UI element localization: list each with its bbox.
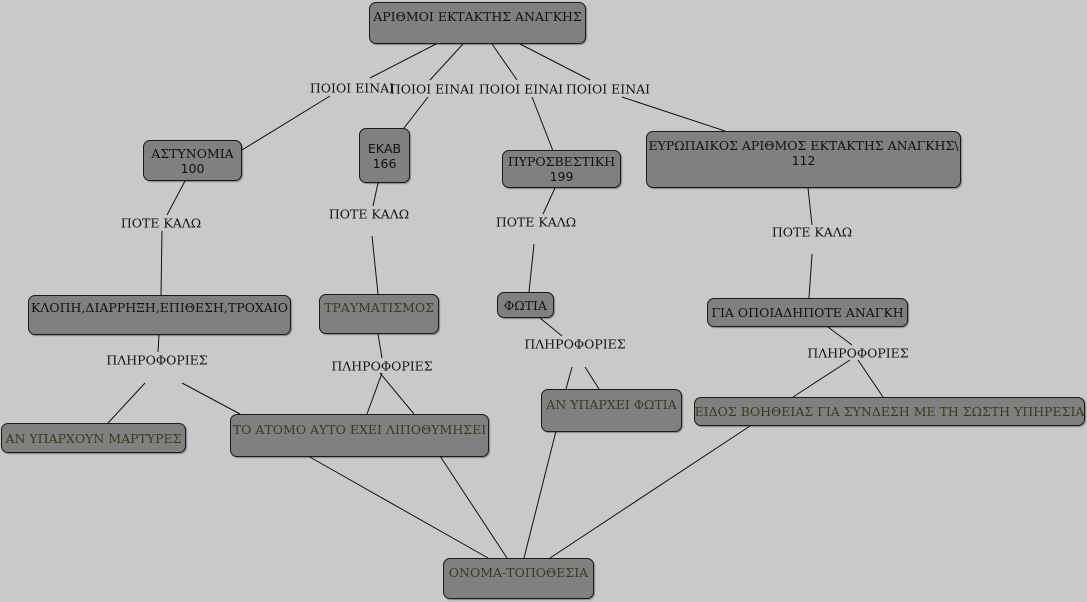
link-label-when-ekab: ΠΟΤΕ ΚΑΛΩ — [328, 206, 410, 222]
link-label-who-euro: ΠΟΙΟΙ ΕΙΝΑΙ — [565, 81, 651, 97]
node-help-type[interactable]: ΕΙΔΟΣ ΒΟΗΘΕΙΑΣ ΓΙΑ ΣΥΝΔΕΣΗ ΜΕ ΤΗ ΣΩΣΤΗ Υ… — [694, 397, 1085, 426]
connector-line — [491, 43, 518, 81]
connector-line — [371, 235, 379, 295]
connector-line — [565, 366, 573, 390]
connector-line — [379, 372, 415, 415]
node-fainted[interactable]: ΤΟ ΑΤΟΜΟ ΑΥΤΟ ΕΧΕΙ ΛΙΠΟΘΥΜΗΣΕΙ — [230, 414, 489, 457]
node-name-location[interactable]: ΟΝΟΜΑ-ΤΟΠΟΘΕΣΙΑ — [443, 558, 594, 599]
node-fire[interactable]: ΦΩΤΙΑ — [497, 292, 554, 318]
connector-line — [542, 187, 556, 215]
node-police-name: ΑΣΤΥΝΟΜΙΑ — [151, 145, 234, 161]
node-any-emergency[interactable]: ΓΙΑ ΟΠΟΙΑΔΗΠΟΤΕ ΑΝΑΓΚΗ — [707, 298, 908, 327]
link-label-info-ekab: ΠΛΗΡΟΦΟΡΙΕΣ — [331, 358, 433, 374]
node-ekab[interactable]: ΕΚΑΒ 166 — [359, 128, 410, 183]
connector-line — [539, 317, 563, 337]
node-root[interactable]: ΑΡΙΘΜΟΙ ΕΚΤΑΚΤΗΣ ΑΝΑΓΚΗΣ — [369, 2, 586, 44]
connector-line — [621, 96, 726, 132]
connector-line — [807, 187, 813, 226]
link-label-who-fire: ΠΟΙΟΙ ΕΙΝΑΙ — [478, 81, 564, 97]
connector-line — [439, 455, 508, 559]
node-european-number[interactable]: ΕΥΡΩΠΑΙΚΟΣ ΑΡΙΘΜΟΣ ΕΚΤΑΚΤΗΣ ΑΝΑΓΚΗΣ\ 112 — [646, 131, 961, 188]
node-witnesses[interactable]: ΑΝ ΥΠΑΡΧΟΥΝ ΜΑΡΤΥΡΕΣ — [1, 423, 186, 453]
link-label-when-euro: ΠΟΤΕ ΚΑΛΩ — [771, 224, 853, 240]
link-label-who-police: ΠΟΙΟΙ ΕΙΝΑΙ — [309, 80, 395, 96]
link-label-when-police: ΠΟΤΕ ΚΑΛΩ — [120, 215, 202, 231]
link-label-info-police: ΠΛΗΡΟΦΟΡΙΕΣ — [106, 352, 208, 368]
connector-line — [107, 382, 146, 424]
link-label-info-fire: ΠΛΗΡΟΦΟΡΙΕΣ — [524, 336, 626, 352]
node-theft[interactable]: ΚΛΟΠΗ,ΔΙΑΡΡΗΞΗ,ΕΠΙΘΕΣΗ,ΤΡΟΧΑΙΟ — [28, 295, 291, 335]
connector-line — [307, 455, 489, 559]
node-ekab-name: ΕΚΑΒ — [367, 140, 402, 156]
connector-line — [366, 372, 383, 415]
connector-line — [528, 243, 535, 293]
node-injury[interactable]: ΤΡΑΥΜΑΤΙΣΜΟΣ — [319, 294, 439, 334]
node-fire-service-name: ΠΥΡΟΣΒΕΣΤΙΚΗ — [507, 154, 616, 169]
connector-line — [531, 96, 554, 152]
connector-line — [157, 334, 160, 353]
node-european-value: 112 — [791, 153, 816, 168]
node-police[interactable]: ΑΣΤΥΝΟΜΙΑ 100 — [143, 140, 242, 181]
link-label-when-fire: ΠΟΤΕ ΚΑΛΩ — [495, 214, 577, 230]
connector-line — [377, 333, 383, 359]
node-ekab-number: 166 — [372, 155, 397, 171]
connector-line — [519, 43, 591, 81]
node-fire-service-number: 199 — [549, 169, 574, 184]
connector-line — [369, 43, 437, 79]
connector-line — [549, 425, 751, 559]
connector-line — [166, 180, 186, 216]
connector-line — [429, 43, 464, 81]
connector-line — [241, 95, 331, 151]
node-european-name: ΕΥΡΩΠΑΙΚΟΣ ΑΡΙΘΜΟΣ ΕΚΤΑΚΤΗΣ ΑΝΑΓΚΗΣ\ — [648, 138, 959, 153]
connector-line — [808, 253, 813, 299]
connector-line — [372, 182, 379, 207]
node-police-number: 100 — [180, 160, 205, 176]
link-label-info-euro: ΠΛΗΡΟΦΟΡΙΕΣ — [807, 345, 909, 361]
node-fire-exists[interactable]: ΑΝ ΥΠΑΡΧΕΙ ΦΩΤΙΑ — [541, 389, 682, 432]
connector-line — [523, 430, 557, 559]
connector-line — [827, 326, 853, 346]
connector-line — [792, 359, 851, 398]
node-fire-service[interactable]: ΠΥΡΟΣΒΕΣΤΙΚΗ 199 — [502, 150, 621, 188]
connector-line — [160, 230, 163, 296]
connector-line — [403, 96, 429, 129]
connector-line — [857, 359, 884, 398]
connector-line — [181, 382, 241, 415]
connector-line — [584, 366, 600, 390]
link-label-who-ekab: ΠΟΙΟΙ ΕΙΝΑΙ — [389, 81, 475, 97]
